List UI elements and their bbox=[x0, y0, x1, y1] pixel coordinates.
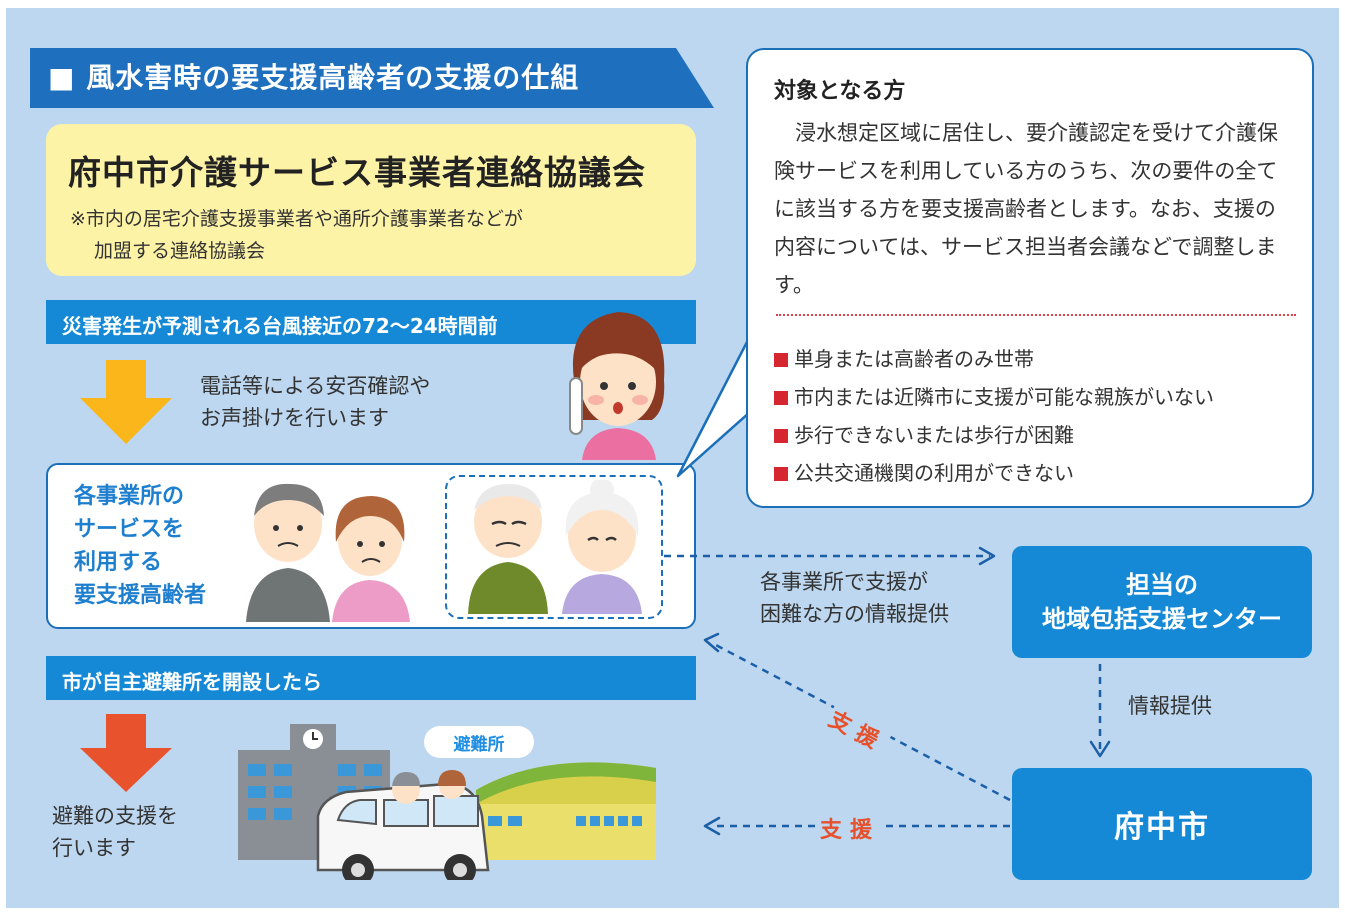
city-box: 府中市 bbox=[1012, 768, 1312, 880]
council-name: 府中市介護サービス事業者連絡協議会 bbox=[68, 153, 646, 192]
stage1-header: 災害発生が予測される台風接近の72〜24時間前 bbox=[62, 314, 498, 338]
support-label-lower: 支援 bbox=[818, 812, 883, 844]
users-line3: 利用する bbox=[74, 550, 163, 575]
center-line1: 担当の bbox=[1126, 571, 1198, 599]
stage1-action: 電話等による安否確認や お声掛けを行います bbox=[200, 370, 430, 434]
target-description-text: 浸水想定区域に居住し、要介護認定を受けて介護保険サービスを利用している方のうち、… bbox=[774, 121, 1278, 297]
stage1-action-line2: お声掛けを行います bbox=[200, 406, 389, 430]
center-box: 担当の 地域包括支援センター bbox=[1012, 546, 1312, 658]
elderly-couple-illustration bbox=[246, 483, 410, 622]
elderly-targets-illustration bbox=[468, 480, 642, 614]
criteria-item: 公共交通機関の利用ができない bbox=[774, 454, 1214, 492]
criteria-item: 歩行できないまたは歩行が困難 bbox=[774, 416, 1214, 454]
target-conditions-box bbox=[746, 48, 1314, 508]
red-square-bullet-icon bbox=[774, 353, 788, 367]
info-to-center-label: 各事業所で支援が 困難な方の情報提供 bbox=[760, 566, 949, 630]
down-arrow-yellow-icon bbox=[80, 360, 172, 444]
speech-bubble-tail-cover bbox=[749, 360, 784, 400]
target-description: 浸水想定区域に居住し、要介護認定を受けて介護保険サービスを利用している方のうち、… bbox=[774, 114, 1294, 304]
red-square-bullet-icon bbox=[774, 467, 788, 481]
down-arrow-red-icon bbox=[80, 714, 172, 792]
center-line2: 地域包括支援センター bbox=[1042, 605, 1282, 633]
stage2-action-line2: 行います bbox=[52, 836, 136, 860]
arrow-support-upper bbox=[711, 641, 1011, 802]
red-square-bullet-icon bbox=[774, 391, 788, 405]
elderly-users-label: 各事業所の サービスを 利用する 要支援高齢者 bbox=[74, 480, 206, 612]
shelter-tag: 避難所 bbox=[424, 726, 534, 758]
stage2-action-line1: 避難の支援を bbox=[52, 804, 178, 828]
users-line2: サービスを bbox=[74, 517, 185, 542]
info-to-center-line1: 各事業所で支援が bbox=[760, 570, 928, 594]
council-box bbox=[46, 124, 696, 276]
criteria-item: 単身または高齢者のみ世帯 bbox=[774, 340, 1214, 378]
page-title: ■ 風水害時の要支援高齢者の支援の仕組 bbox=[48, 61, 580, 94]
stage1-action-line1: 電話等による安否確認や bbox=[200, 374, 431, 398]
target-heading: 対象となる方 bbox=[774, 79, 906, 104]
dashed-highlight-box bbox=[445, 475, 663, 619]
stage2-header-bar bbox=[46, 656, 696, 700]
council-note-line2: 加盟する連絡協議会 bbox=[94, 240, 266, 262]
info-to-center-line2: 困難な方の情報提供 bbox=[760, 602, 949, 626]
red-square-bullet-icon bbox=[774, 429, 788, 443]
criteria-list: 単身または高齢者のみ世帯 市内または近隣市に支援が可能な親族がいない 歩行できな… bbox=[774, 340, 1214, 492]
stage2-header: 市が自主避難所を開設したら bbox=[62, 670, 322, 694]
dotted-divider bbox=[776, 314, 1296, 316]
shelter-illustration bbox=[238, 724, 656, 880]
phone-operator-illustration bbox=[569, 312, 665, 460]
criteria-item: 市内または近隣市に支援が可能な親族がいない bbox=[774, 378, 1214, 416]
council-note: ※市内の居宅介護支援事業者や通所介護事業者などが 加盟する連絡協議会 bbox=[70, 203, 523, 267]
info-to-city-label: 情報提供 bbox=[1128, 694, 1212, 718]
users-line1: 各事業所の bbox=[74, 484, 185, 509]
title-band bbox=[30, 48, 714, 108]
stage2-action: 避難の支援を 行います bbox=[52, 800, 178, 864]
users-line4: 要支援高齢者 bbox=[74, 583, 207, 608]
council-note-line1: ※市内の居宅介護支援事業者や通所介護事業者などが bbox=[70, 208, 523, 230]
